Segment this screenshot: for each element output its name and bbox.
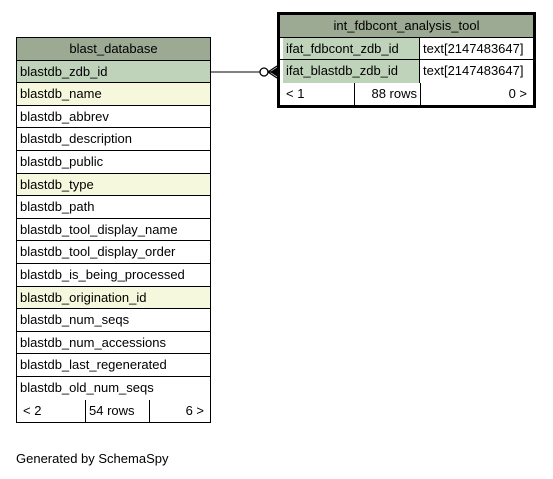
column-blastdb-num-accessions[interactable]: blastdb_num_accessions (17, 331, 210, 355)
column-blastdb-old-num-seqs[interactable]: blastdb_old_num_seqs (17, 376, 210, 400)
column-blastdb-zdb-id[interactable]: blastdb_zdb_id (17, 60, 210, 84)
zero-optional-marker (259, 67, 269, 77)
column-blastdb-tool-display-name[interactable]: blastdb_tool_display_name (17, 218, 210, 242)
column-type: text[2147483647] (420, 60, 530, 83)
column-blastdb-name[interactable]: blastdb_name (17, 83, 210, 106)
generated-by-caption: Generated by SchemaSpy (16, 451, 169, 466)
column-blastdb-path[interactable]: blastdb_path (17, 196, 210, 219)
parents-link[interactable]: < 2 (23, 402, 42, 418)
row-count: 54 rows (85, 399, 149, 423)
column-type: text[2147483647] (420, 37, 530, 60)
column-blastdb-abbrev[interactable]: blastdb_abbrev (17, 105, 210, 129)
table-title[interactable]: blast_database (17, 38, 210, 61)
row-count: 88 rows (354, 82, 420, 106)
column-blastdb-last-regenerated[interactable]: blastdb_last_regenerated (17, 354, 210, 377)
column-blastdb-description[interactable]: blastdb_description (17, 128, 210, 151)
column-blastdb-num-seqs[interactable]: blastdb_num_seqs (17, 309, 210, 332)
column-blastdb-type[interactable]: blastdb_type (17, 173, 210, 197)
parents-link[interactable]: < 1 (286, 85, 305, 101)
crowfoot-fill (270, 67, 277, 77)
children-link[interactable]: 6 > (149, 399, 207, 423)
column-blastdb-origination-id[interactable]: blastdb_origination_id (17, 286, 210, 310)
table-footer: < 2 54 rows 6 > (17, 399, 210, 423)
table-footer: < 1 88 rows 0 > (280, 82, 533, 106)
column-blastdb-public[interactable]: blastdb_public (17, 150, 210, 174)
column-name: ifat_blastdb_zdb_id (283, 60, 420, 83)
table-int-fdbcont-analysis-tool[interactable]: int_fdbcont_analysis_tool ifat_fdbcont_z… (277, 12, 536, 109)
column-name: ifat_fdbcont_zdb_id (283, 37, 420, 60)
children-link[interactable]: 0 > (420, 82, 530, 106)
column-blastdb-is-being-processed[interactable]: blastdb_is_being_processed (17, 263, 210, 287)
column-blastdb-tool-display-order[interactable]: blastdb_tool_display_order (17, 241, 210, 264)
table-title[interactable]: int_fdbcont_analysis_tool (280, 15, 533, 38)
